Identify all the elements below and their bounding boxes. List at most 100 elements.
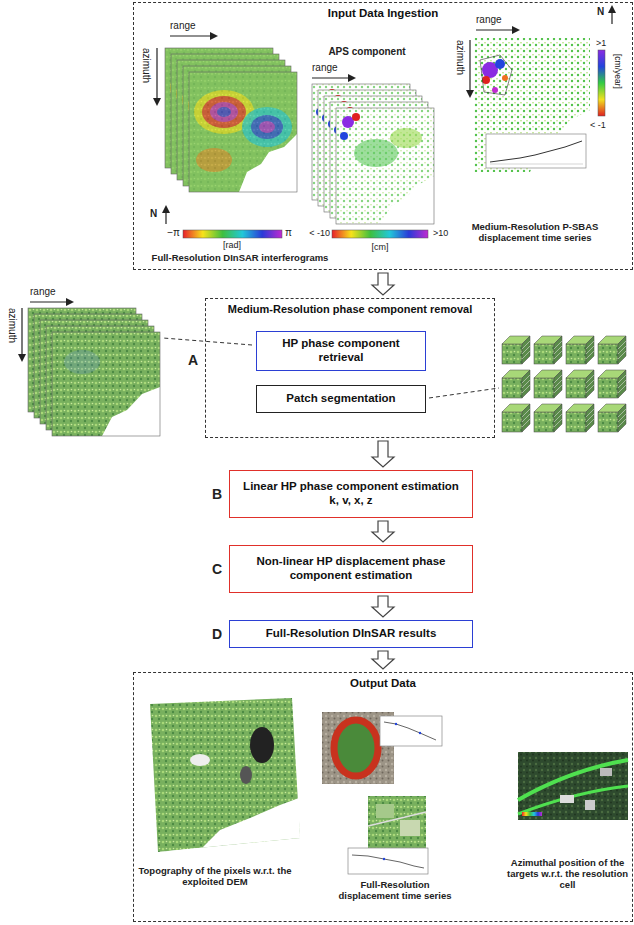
- direction-arrow: [18, 298, 74, 362]
- direction-arrow: [466, 90, 474, 98]
- topography-map: [190, 754, 210, 766]
- direction-arrow: [476, 29, 514, 30]
- axis-label: range: [312, 62, 362, 74]
- axis-label: azimuth: [455, 40, 467, 100]
- figure-caption: Medium-Resolution P-SBAS displacement ti…: [460, 222, 610, 244]
- aerial-photo: [400, 820, 420, 836]
- azimuth-photo: [560, 795, 574, 803]
- axis-label: [cm/year]: [612, 54, 622, 114]
- axis-label: range: [170, 20, 220, 32]
- hp-phase-stack: [28, 308, 160, 436]
- aerial-photo: [376, 804, 394, 818]
- patch-grid: [502, 404, 530, 432]
- process-label: Non-linear HP displacement phase compone…: [238, 555, 464, 583]
- stadium-photo: [334, 720, 378, 776]
- step-letter: C: [212, 561, 226, 577]
- process-label: Full-Resolution DInSAR results: [266, 627, 437, 641]
- process-label: k, v, x, z: [329, 494, 372, 508]
- axis-label: azimuth: [7, 308, 19, 368]
- topography-map: [250, 727, 274, 763]
- azimuth-photo: [518, 786, 628, 814]
- patch-grid: [598, 404, 626, 432]
- patch-grid: [502, 336, 530, 364]
- process-box: Non-linear HP displacement phase compone…: [229, 545, 473, 593]
- time-series-inset: [380, 716, 442, 746]
- panel-title: Input Data Ingestion: [138, 7, 628, 21]
- patch-grid: [566, 370, 594, 398]
- color-bar: [183, 230, 282, 238]
- direction-arrow: [153, 98, 161, 106]
- axis-label: N: [597, 6, 609, 18]
- panel-title: APS component: [312, 46, 422, 58]
- direction-arrow: [18, 354, 26, 362]
- flow-arrow: [372, 273, 394, 295]
- axis-label: < -10: [298, 228, 330, 238]
- axis-label: [rad]: [212, 240, 252, 250]
- topography-map: [158, 798, 300, 852]
- topography-map: [150, 698, 300, 852]
- psbas-map: [480, 55, 512, 95]
- process-box: Patch segmentation: [256, 385, 426, 413]
- figure-caption: Full-Resolution displacement time series: [330, 880, 460, 902]
- direction-arrow: [162, 205, 170, 213]
- dashed-panel: Output Data: [133, 672, 633, 922]
- patch-grid: [534, 370, 562, 398]
- direction-arrow: [348, 74, 356, 82]
- patch-grid: [598, 370, 626, 398]
- process-label: HP phase component retrieval: [265, 337, 417, 365]
- axis-label: < -1: [590, 120, 620, 130]
- topography-map: [150, 698, 300, 852]
- direction-arrow: [66, 298, 74, 306]
- direction-arrow: [165, 212, 166, 224]
- process-label: Patch segmentation: [286, 392, 395, 406]
- azimuth-photo: [518, 760, 628, 800]
- step-letter: B: [212, 486, 226, 502]
- psbas-map: [490, 141, 582, 162]
- direction-arrow: [210, 32, 218, 40]
- panel-title: Output Data: [138, 677, 628, 691]
- direction-arrow: [170, 35, 212, 36]
- time-series-inset: [352, 855, 424, 868]
- psbas-map: [486, 134, 586, 168]
- process-box: Full-Resolution DInSAR results: [229, 620, 473, 648]
- time-series-inset: [395, 723, 397, 725]
- axis-label: N: [150, 208, 162, 220]
- direction-arrow: [608, 5, 616, 13]
- aerial-photo: [368, 796, 426, 850]
- psbas-map: [474, 38, 590, 172]
- aps-stack: [336, 108, 434, 224]
- azimuth-photo: [522, 812, 542, 816]
- patch-grid: [598, 336, 626, 364]
- patch-grid: [566, 336, 594, 364]
- direction-arrow: [153, 32, 218, 224]
- axis-label: azimuth: [141, 48, 153, 108]
- direction-arrow: [312, 77, 350, 78]
- aps-stack: [312, 84, 434, 224]
- time-series-inset: [348, 848, 428, 874]
- interferogram-stack: [189, 72, 297, 192]
- figure-caption: Full-Resolution DInSAR interferograms: [135, 253, 345, 264]
- panel-title: Medium-Resolution phase component remova…: [210, 303, 490, 316]
- azimuth-photo: [585, 800, 595, 810]
- psbas-map: [502, 75, 508, 81]
- direction-arrow: [156, 48, 157, 100]
- psbas-map: [482, 76, 490, 84]
- step-letter: A: [188, 352, 202, 368]
- dashed-panel: Input Data Ingestion: [133, 2, 633, 270]
- axis-label: range: [476, 14, 526, 26]
- time-series-inset: [383, 858, 385, 860]
- time-series-inset: [348, 848, 428, 874]
- direction-arrow: [466, 5, 616, 98]
- color-bar: [598, 50, 605, 116]
- psbas-map: [490, 164, 583, 165]
- azimuth-photo: [600, 768, 612, 776]
- azimuth-photo: [518, 752, 628, 820]
- patch-grid: [566, 404, 594, 432]
- axis-label: [cm]: [360, 242, 400, 252]
- direction-arrow: [611, 12, 612, 24]
- time-series-inset: [419, 732, 421, 734]
